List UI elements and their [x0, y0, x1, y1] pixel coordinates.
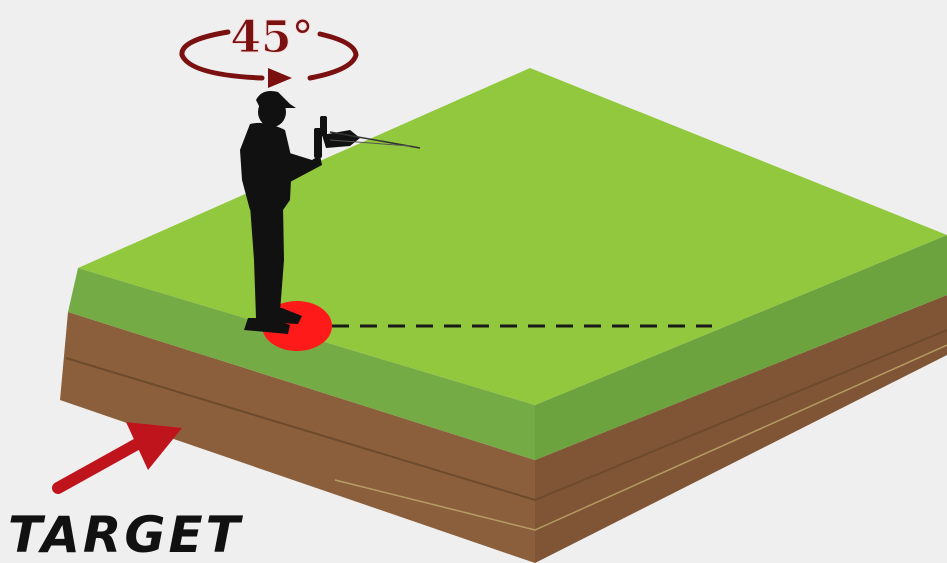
target-arrow-icon	[58, 422, 182, 488]
ground-block	[60, 68, 947, 563]
target-label: TARGET	[8, 506, 244, 563]
rotation-angle-label: 45°	[230, 12, 313, 63]
